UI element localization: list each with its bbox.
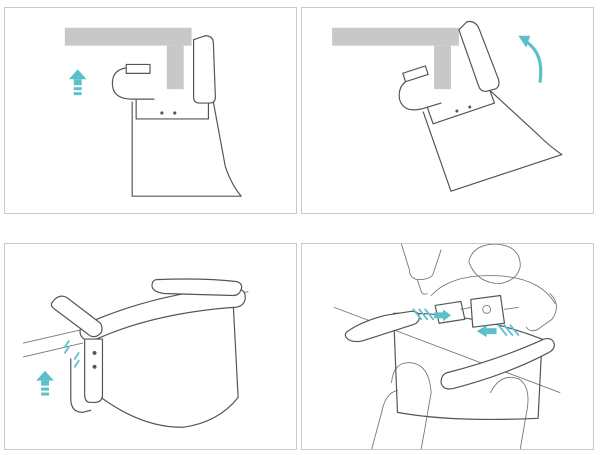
step-3-panel: [4, 243, 297, 450]
small-arrows-icon: [65, 341, 79, 367]
step-2-illustration: [302, 8, 593, 213]
tilted-seat: [423, 87, 562, 191]
left-hand: [401, 244, 441, 294]
step-1-panel: [4, 7, 297, 214]
safety-harness: [435, 295, 518, 327]
seat-outline: [132, 100, 241, 196]
step-1-illustration: [5, 8, 296, 213]
step-2-panel: [301, 7, 594, 214]
step-3-illustration: [5, 244, 296, 449]
step-4-panel: [301, 243, 594, 450]
rear-armrest: [152, 279, 242, 296]
tilted-backrest: [459, 21, 499, 91]
table-top: [65, 28, 192, 89]
front-armrest: [345, 311, 554, 389]
up-arrow-icon: [69, 69, 87, 95]
up-arrow-icon: [36, 371, 54, 396]
clamp-arm: [71, 339, 103, 412]
step-4-illustration: [302, 244, 593, 449]
clamp-hook: [112, 64, 154, 99]
curved-arrow-icon: [518, 36, 541, 82]
table-top: [332, 28, 459, 89]
backrest: [194, 36, 216, 103]
